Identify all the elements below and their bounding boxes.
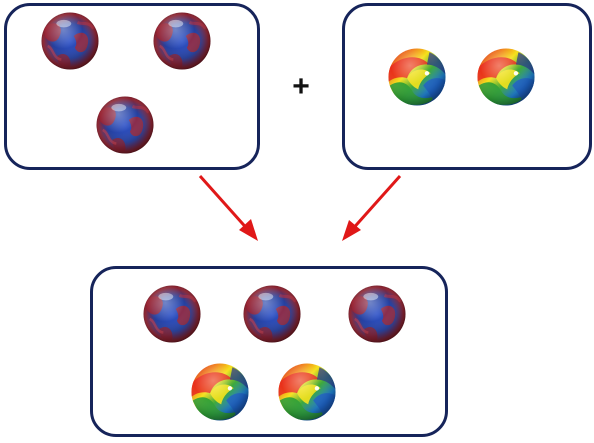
- arrow-right: [348, 175, 402, 233]
- rainbow-swirl-marble: [276, 361, 338, 423]
- red-blue-marble: [94, 94, 156, 156]
- red-blue-marble: [141, 283, 203, 345]
- rainbow-swirl-marble: [189, 361, 251, 423]
- arrow-right-head: [342, 220, 361, 241]
- red-blue-marble: [151, 10, 213, 72]
- rainbow-swirl-marble: [386, 46, 448, 108]
- red-blue-marble: [241, 283, 303, 345]
- rainbow-swirl-marble: [475, 46, 537, 108]
- red-blue-marble: [39, 10, 101, 72]
- plus-operator: +: [292, 70, 310, 103]
- arrow-left: [198, 175, 252, 233]
- arrow-left-head: [239, 219, 258, 241]
- red-blue-marble: [346, 283, 408, 345]
- group-b-box: [342, 3, 592, 170]
